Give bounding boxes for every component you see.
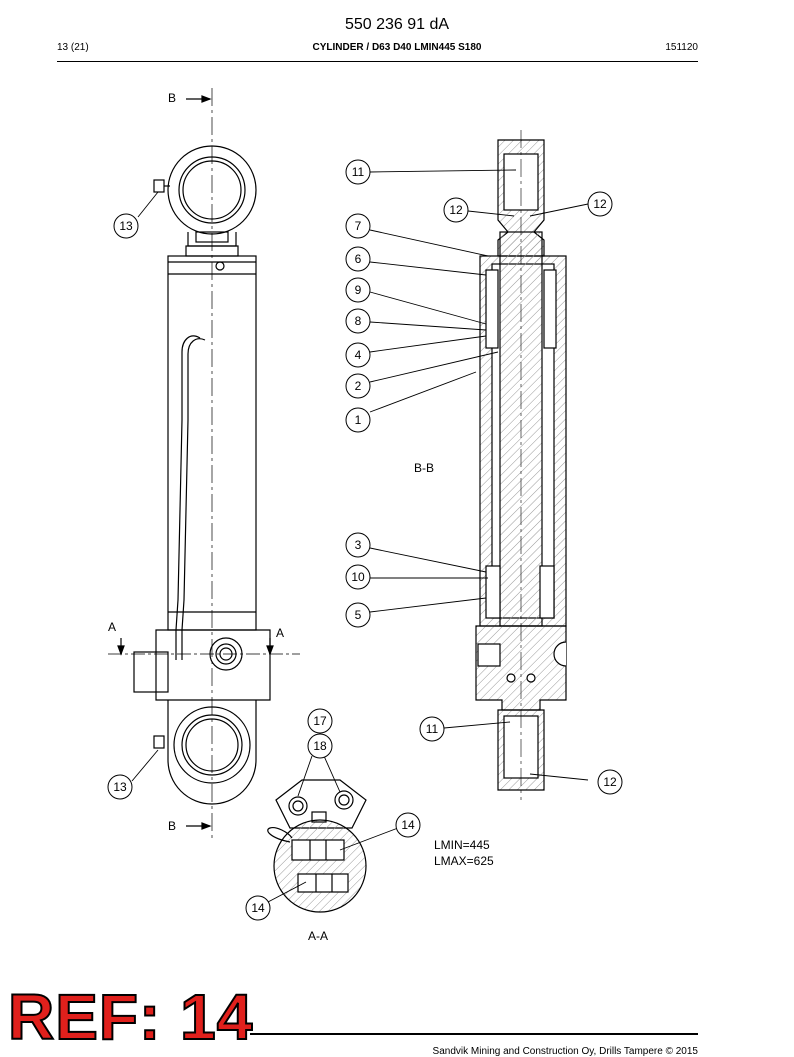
callout-12-bottom: 12 <box>603 775 617 789</box>
callout-6: 6 <box>355 252 362 266</box>
leader-lines <box>131 169 589 903</box>
header-rule <box>57 61 698 62</box>
callout-17: 17 <box>313 714 327 728</box>
callout-11-top: 11 <box>352 165 365 179</box>
view-label-aa: A-A <box>308 929 328 943</box>
callout-10: 10 <box>351 570 365 584</box>
document-number: 550 236 91 dA <box>344 16 450 33</box>
callout-5: 5 <box>355 608 362 622</box>
note-lmin: LMIN=445 <box>434 838 490 852</box>
callout-3: 3 <box>355 538 362 552</box>
callout-12-right: 12 <box>593 197 607 211</box>
section-mark-b-bottom: B <box>168 819 176 833</box>
callout-18: 18 <box>313 739 327 753</box>
page-indicator: 13 (21) <box>57 42 89 53</box>
section-aa <box>267 779 367 913</box>
note-lmax: LMAX=625 <box>434 854 494 868</box>
callout-2: 2 <box>355 379 362 393</box>
callout-1: 1 <box>355 413 362 427</box>
exterior-view <box>108 88 300 840</box>
drawing-title: CYLINDER / D63 D40 LMIN445 S180 <box>312 42 482 53</box>
callout-13-bottom: 13 <box>113 780 127 794</box>
section-bb <box>475 130 567 800</box>
view-label-bb: B-B <box>414 461 434 475</box>
section-mark-a-left: A <box>108 620 116 634</box>
ref-stamp: REF: 14 <box>7 981 254 1053</box>
footer-copyright: Sandvik Mining and Construction Oy, Dril… <box>432 1046 698 1057</box>
drawing-code: 151120 <box>665 42 698 53</box>
callout-4: 4 <box>355 348 362 362</box>
section-mark-a-right: A <box>276 626 284 640</box>
footer-rule <box>250 1033 698 1035</box>
callout-14-bottom: 14 <box>251 901 265 915</box>
callout-14-top: 14 <box>401 818 415 832</box>
callout-8: 8 <box>355 314 362 328</box>
callout-9: 9 <box>355 283 362 297</box>
callout-13-top: 13 <box>119 219 133 233</box>
section-mark-b-top: B <box>168 91 176 105</box>
callout-12-left: 12 <box>449 203 463 217</box>
callout-7: 7 <box>355 219 362 233</box>
callout-11-bottom: 11 <box>426 722 439 736</box>
